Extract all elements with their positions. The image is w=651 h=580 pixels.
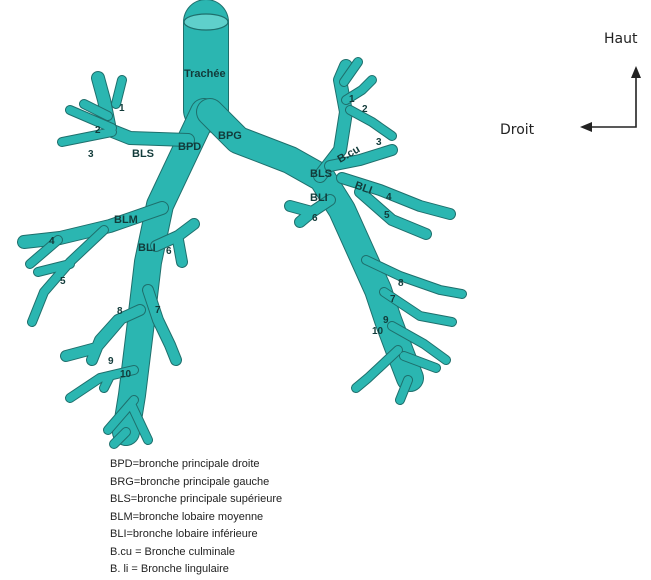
label-bpd: BPD: [178, 141, 201, 153]
legend-item: BPD=bronche principale droite: [110, 456, 282, 474]
bronchial-tree-diagram: Trachée BPD BPG BLS BLM BLI BLS B.cu BLI…: [0, 0, 651, 456]
label-bpg: BPG: [218, 130, 242, 142]
legend-item: BLI=bronche lobaire inférieure: [110, 526, 282, 544]
seg-right-10: 10: [120, 369, 132, 380]
seg-right-4: 4: [49, 236, 55, 247]
label-bli-right: BLI: [138, 242, 156, 254]
trachea-opening: [184, 14, 228, 30]
orientation-indicator: Haut Droit: [500, 31, 641, 138]
label-bli-left-lower: BLI: [310, 192, 328, 204]
bronchial-tree: [24, 14, 462, 444]
seg-left-10: 10: [372, 326, 384, 337]
seg-right-7: 7: [155, 305, 161, 316]
label-trachea: Trachée: [184, 68, 226, 80]
seg-left-1: 1: [349, 94, 355, 105]
legend-item: BRG=bronche principale gauche: [110, 474, 282, 492]
right-main-bronchus: [126, 112, 204, 432]
seg-right-3: 3: [88, 149, 94, 160]
seg-right-8: 8: [117, 306, 123, 317]
label-bls-right: BLS: [132, 148, 154, 160]
legend-item: B. li = Bronche lingulaire: [110, 561, 282, 579]
seg-right-9: 9: [108, 356, 114, 367]
legend-item: BLM=bronche lobaire moyenne: [110, 509, 282, 527]
seg-right-5: 5: [60, 276, 66, 287]
legend-item: BLS=bronche principale supérieure: [110, 491, 282, 509]
seg-right-6: 6: [166, 246, 172, 257]
orientation-arrow-lines: [590, 76, 636, 127]
seg-left-9: 9: [383, 315, 389, 326]
arrow-up-icon: [631, 66, 641, 78]
seg-left-2: 2: [362, 104, 368, 115]
seg-left-5: 5: [384, 210, 390, 221]
label-bls-left: BLS: [310, 168, 332, 180]
arrow-left-icon: [580, 122, 592, 132]
orientation-up-label: Haut: [604, 31, 638, 47]
label-blm: BLM: [114, 214, 138, 226]
abbreviation-legend: BPD=bronche principale droite BRG=bronch…: [110, 456, 282, 579]
seg-left-3: 3: [376, 137, 382, 148]
seg-left-7: 7: [390, 294, 396, 305]
legend-item: B.cu = Bronche culminale: [110, 544, 282, 562]
seg-right-1: 1: [119, 103, 125, 114]
seg-right-2: 2: [95, 125, 101, 136]
seg-left-8: 8: [398, 278, 404, 289]
orientation-right-side-label: Droit: [500, 122, 535, 138]
seg-left-6: 6: [312, 213, 318, 224]
seg-left-4: 4: [386, 192, 392, 203]
